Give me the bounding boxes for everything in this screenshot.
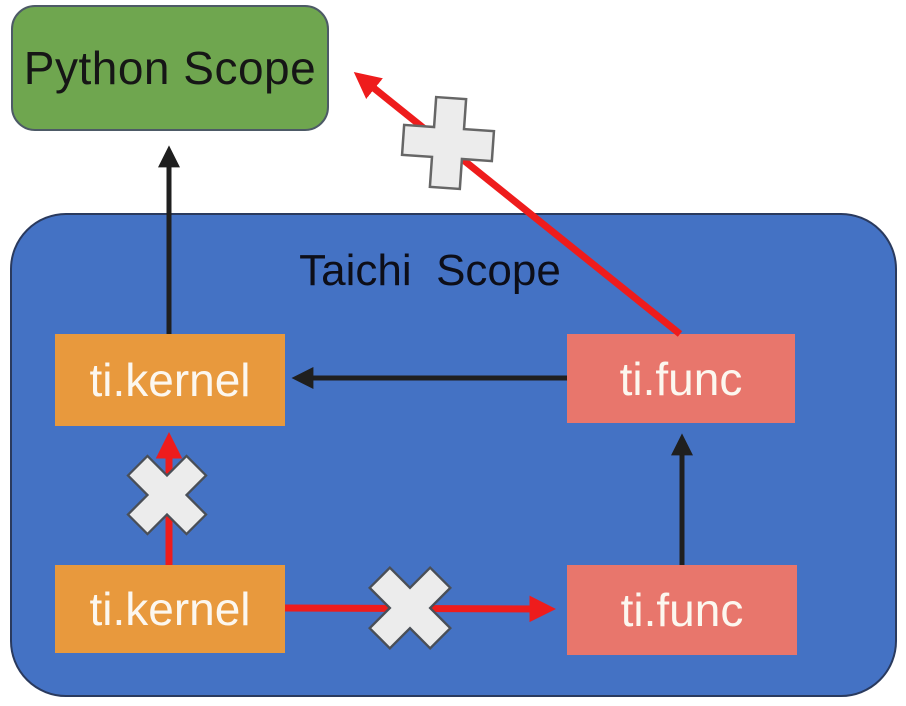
node-kernel-bottom-label: ti.kernel [89,583,251,635]
node-kernel-mid: ti.kernel [55,334,285,426]
node-kernel-bottom: ti.kernel [55,565,285,653]
node-kernel-mid-label: ti.kernel [89,354,251,406]
node-func-bottom: ti.func [567,565,797,655]
node-func-mid-label: ti.func [619,352,743,405]
plus-icon [400,95,496,191]
taichi-scope-title: Taichi Scope [299,246,561,295]
node-func-mid: ti.func [567,334,795,423]
python-scope-label: Python Scope [23,42,317,94]
node-func-bottom-label: ti.func [620,584,744,636]
python-scope-box: Python Scope [11,5,329,131]
